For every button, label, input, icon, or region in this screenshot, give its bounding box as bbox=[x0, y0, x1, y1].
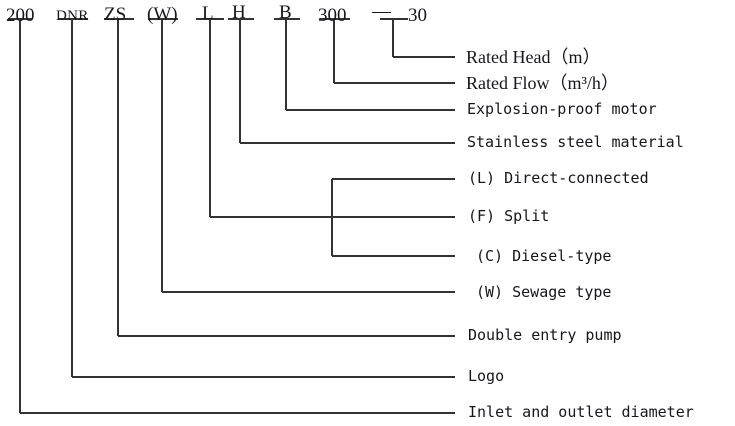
leader-rated-head bbox=[392, 19, 455, 58]
leader-sewage-type bbox=[161, 19, 455, 293]
label-logo: Logo bbox=[468, 367, 505, 385]
code-token-explosion-proof-motor: B bbox=[279, 2, 292, 23]
label-double-entry-pump: Double entry pump bbox=[468, 326, 622, 344]
code-token-rated-flow: 300 bbox=[318, 5, 347, 26]
leader-drive-type-bracket bbox=[209, 19, 455, 257]
leader-inlet-outlet-diameter bbox=[19, 19, 455, 414]
leader-stainless-steel-material bbox=[239, 19, 455, 144]
label-inlet-outlet-diameter: Inlet and outlet diameter bbox=[468, 403, 694, 421]
leader-explosion-proof-motor bbox=[285, 19, 455, 111]
code-token-logo: DNR bbox=[56, 8, 89, 24]
label-rated-head: Rated Head（m） bbox=[466, 47, 601, 67]
code-token-sewage-type: (W) bbox=[147, 4, 178, 25]
code-token-rated-head: 30 bbox=[408, 5, 427, 26]
code-token-separator: — bbox=[372, 1, 391, 22]
label-explosion-proof-motor: Explosion-proof motor bbox=[467, 100, 657, 118]
code-token-stainless-steel-material: H bbox=[232, 2, 246, 23]
code-token-drive-type: L bbox=[202, 3, 214, 24]
code-token-inlet-outlet-diameter: 200 bbox=[6, 5, 35, 26]
leader-rated-flow bbox=[333, 19, 455, 84]
label-stainless-steel-material: Stainless steel material bbox=[467, 133, 684, 151]
label-direct-connected: (L) Direct-connected bbox=[468, 169, 649, 187]
leader-double-entry-pump bbox=[117, 19, 455, 337]
label-rated-flow: Rated Flow（m³/h） bbox=[466, 73, 619, 93]
label-sewage-type: (W) Sewage type bbox=[476, 283, 612, 301]
label-split: (F) Split bbox=[468, 207, 550, 225]
leader-logo bbox=[71, 19, 455, 378]
code-token-double-entry-pump: ZS bbox=[104, 4, 127, 25]
label-diesel-type: (C) Diesel-type bbox=[476, 247, 612, 265]
